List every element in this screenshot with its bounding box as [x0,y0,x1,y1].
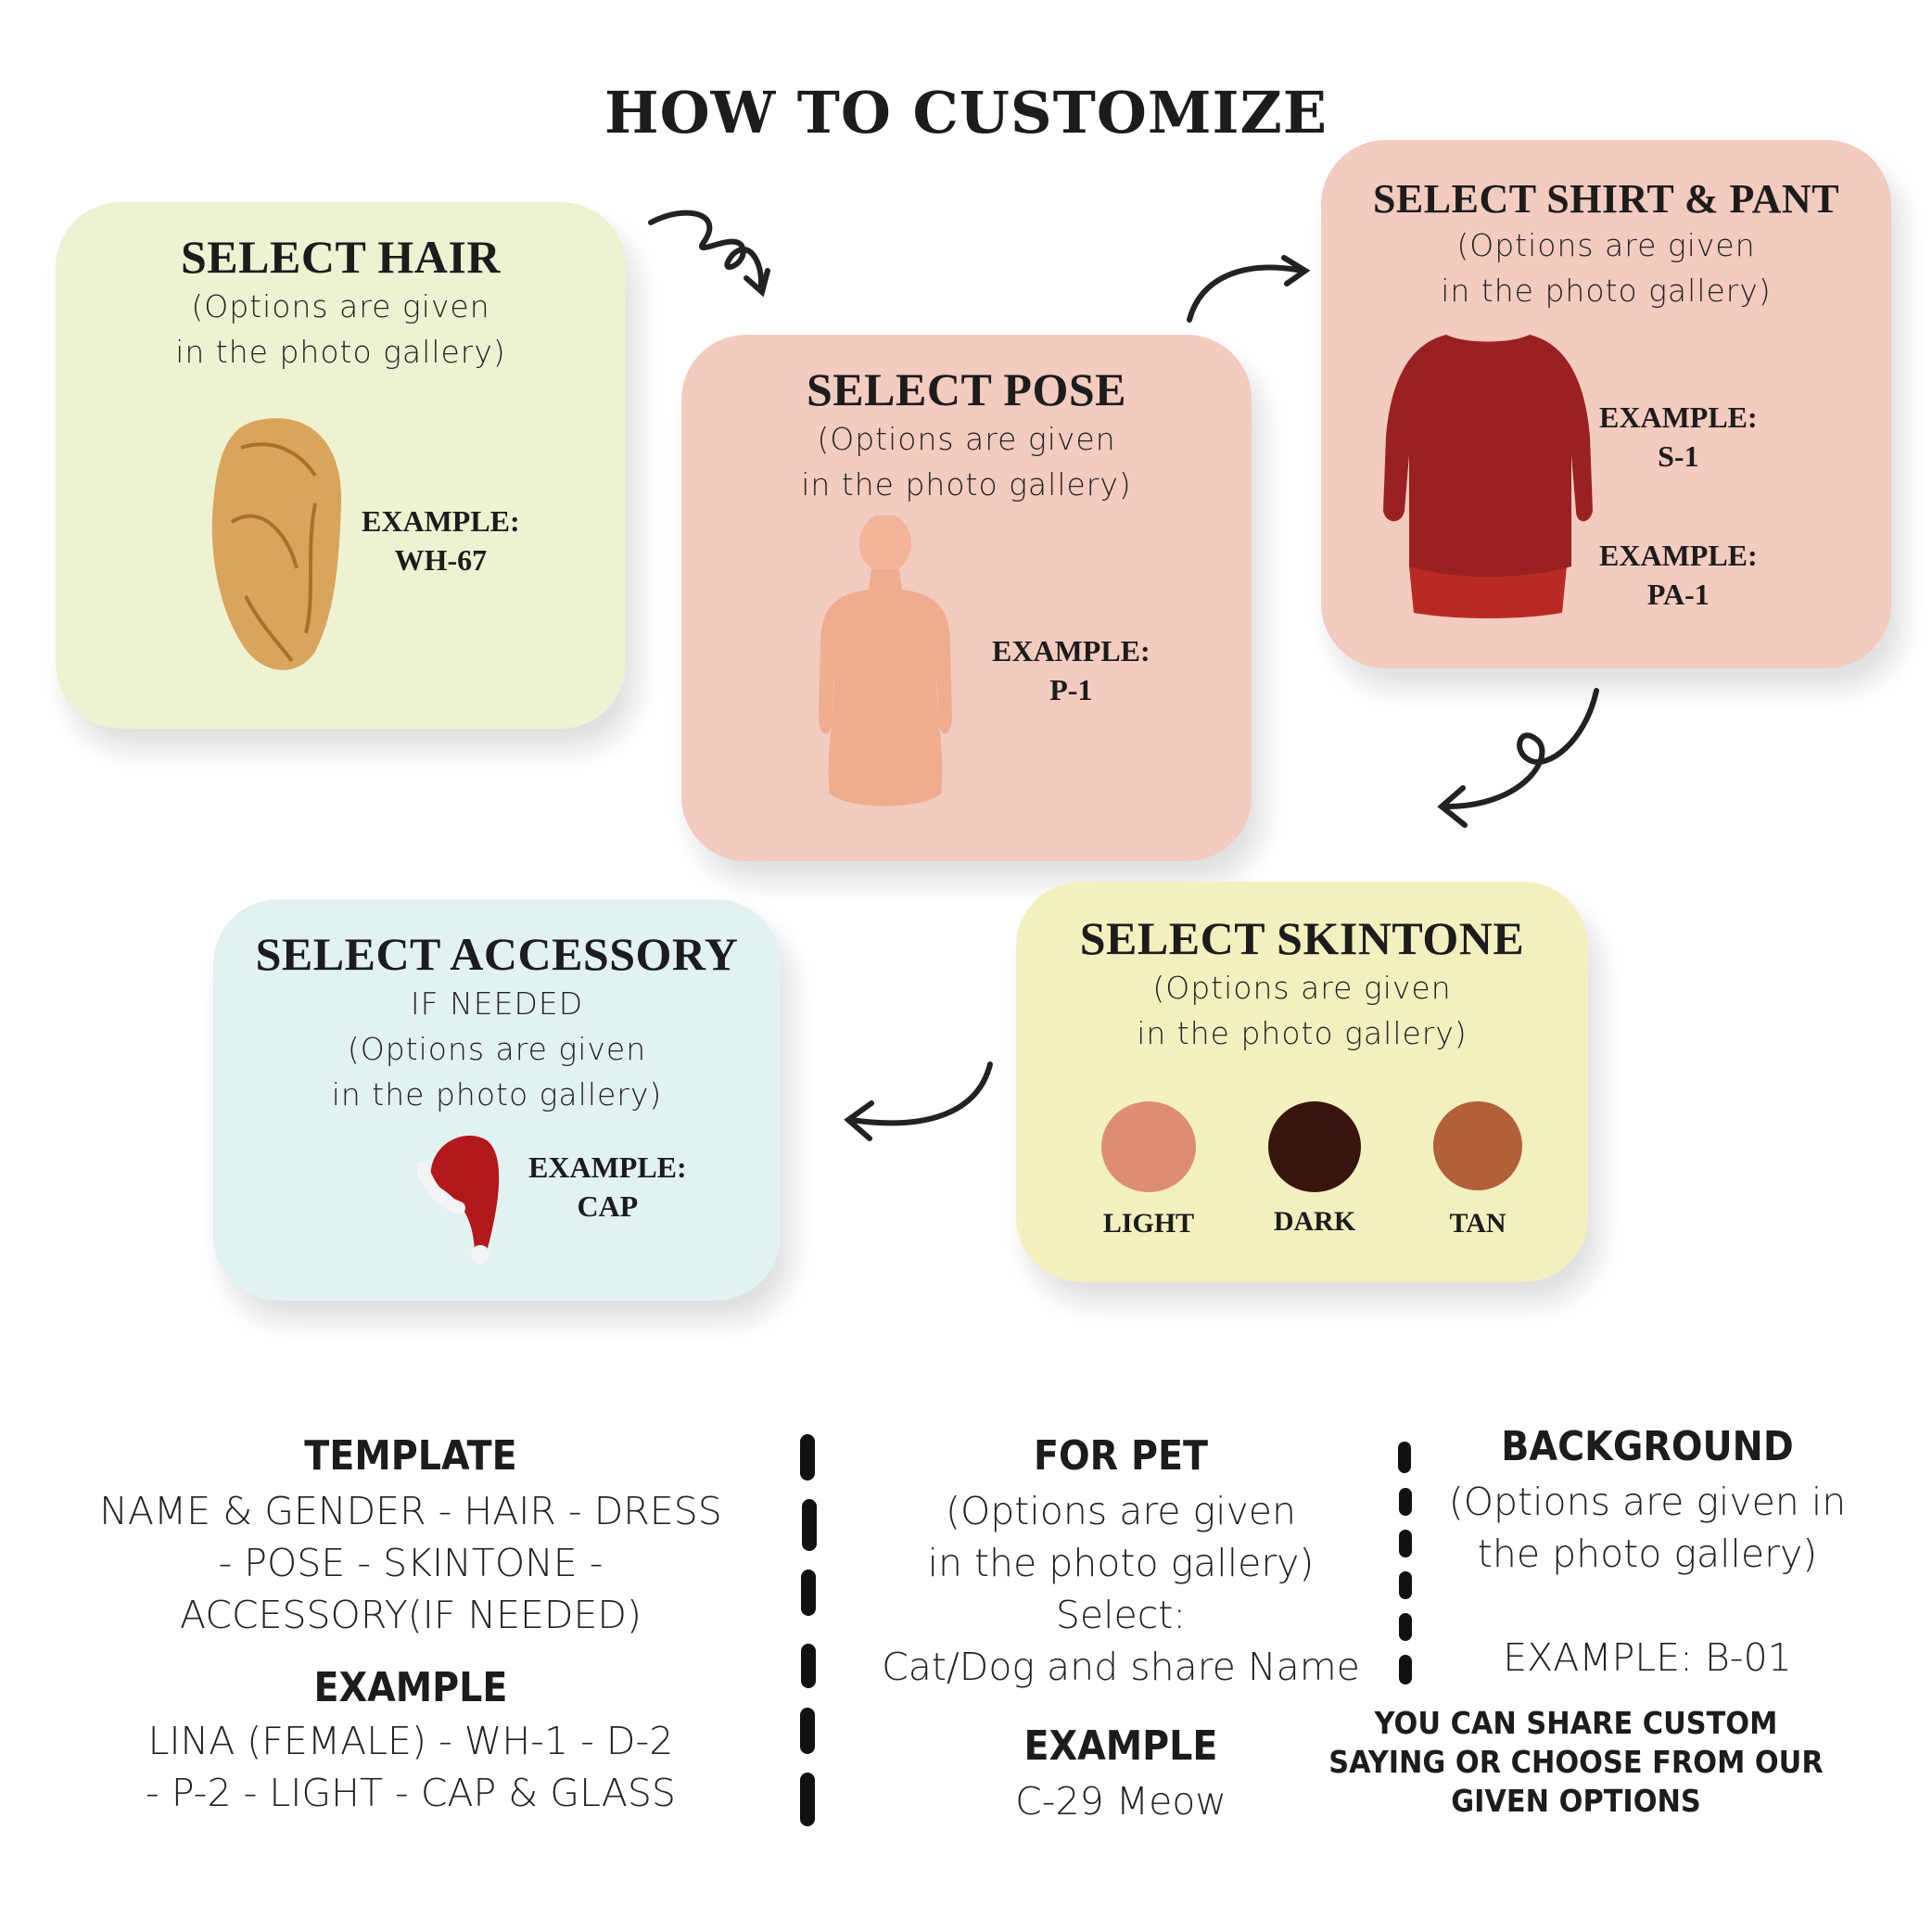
pose-example: EXAMPLE: P-1 [992,631,1150,709]
gallery-note-line: in the photo gallery) [175,334,506,370]
background-line: the photo gallery) [1477,1532,1818,1576]
template-example-text: LINA (FEMALE) - WH-1 - D-2 - P-2 - LIGHT… [40,1715,782,1819]
example-label: EXAMPLE: [528,1150,687,1184]
example-label: EXAMPLE: [1599,539,1758,572]
card-title: SELECT SHIRT & PANT [1372,176,1840,222]
card-select-accessory: SELECT ACCESSORY IF NEEDED (Options are … [213,899,781,1301]
pose-body-illustration-icon [819,515,952,807]
card-select-skintone: SELECT SKINTONE (Options are given in th… [1016,882,1588,1282]
note-line: SAYING OR CHOOSE FROM OUR [1328,1744,1824,1780]
card-select-hair: SELECT HAIR (Options are given in the ph… [56,202,626,729]
template-line: NAME & GENDER - HAIR - DRESS [99,1489,722,1533]
shirt-pant-illustration-icon [1383,335,1593,618]
pet-example-heading: EXAMPLE [1023,1722,1218,1770]
example-value: PA-1 [1646,578,1710,611]
skintone-label: TAN [1449,1208,1506,1239]
gallery-note-line: in the photo gallery) [331,1076,663,1112]
card-select-pose: SELECT POSE (Options are given in the ph… [681,335,1252,861]
card-title: SELECT POSE [806,363,1126,415]
example-value: S-1 [1658,439,1699,473]
card-title: SELECT HAIR [181,231,501,283]
example-value: P-1 [1049,673,1093,706]
example-label: EXAMPLE: [992,634,1150,667]
card-select-shirt-pant: SELECT SHIRT & PANT (Options are given i… [1321,140,1891,668]
pet-line: (Options are given [945,1489,1297,1533]
background-heading: BACKGROUND [1501,1423,1794,1470]
background-example: EXAMPLE: B-01 [1503,1635,1792,1680]
template-line: ACCESSORY(IF NEEDED) [180,1593,642,1637]
skintone-swatch-tan[interactable] [1433,1101,1522,1190]
example-label: EXAMPLE: [362,504,520,538]
hair-illustration-icon [211,418,342,670]
card-title: SELECT ACCESSORY [255,928,739,980]
card-title: SELECT SKINTONE [1079,912,1525,964]
gallery-note-line: in the photo gallery) [1137,1015,1468,1051]
template-example-heading: EXAMPLE [313,1664,508,1711]
gallery-note-line: (Options are given [347,1031,647,1067]
gallery-note-line: (Options are given [1456,227,1756,263]
template-heading: TEMPLATE [304,1432,517,1480]
template-text: NAME & GENDER - HAIR - DRESS - POSE - SK… [40,1485,782,1641]
gallery-note-line: (Options are given [1152,970,1452,1006]
pet-line: in the photo gallery) [927,1541,1315,1585]
pet-line: Cat/Dog and share Name [882,1645,1360,1689]
santa-cap-illustration-icon [417,1136,500,1264]
shirt-example: EXAMPLE: S-1 [1599,398,1758,476]
hair-example: EXAMPLE: WH-67 [362,502,520,579]
example-value: CAP [577,1189,639,1223]
note-line: GIVEN OPTIONS [1451,1783,1701,1819]
page-title: HOW TO CUSTOMIZE [604,79,1328,146]
arrow-shirt-to-skintone-icon [1437,688,1599,828]
if-needed-note: IF NEEDED [410,985,584,1022]
pet-example-value: C-29 Meow [1015,1779,1227,1824]
gallery-note-line: in the photo gallery) [801,466,1132,502]
pet-heading: FOR PET [1033,1432,1209,1480]
skintone-label: DARK [1273,1206,1356,1237]
background-text: (Options are given in the photo gallery) [1416,1476,1879,1580]
flow-arrows [648,210,1599,1141]
pet-line: Select: [1055,1593,1187,1637]
pet-text: (Options are given in the photo gallery)… [843,1485,1399,1693]
arrow-hair-to-pose-icon [648,210,770,298]
note-line: YOU CAN SHARE CUSTOM [1374,1705,1778,1741]
skintone-swatch-light[interactable] [1101,1101,1196,1192]
gallery-note-line: (Options are given [817,421,1116,457]
skintone-label: LIGHT [1102,1208,1195,1239]
example-label: EXAMPLE: [1599,400,1758,434]
custom-saying-note: YOU CAN SHARE CUSTOM SAYING OR CHOOSE FR… [1303,1704,1849,1821]
gallery-note-line: (Options are given [191,288,490,324]
gallery-note-line: in the photo gallery) [1441,273,1772,309]
skintone-swatch-dark[interactable] [1268,1101,1361,1192]
template-line: - POSE - SKINTONE - [218,1541,604,1585]
template-example-line: - P-2 - LIGHT - CAP & GLASS [146,1771,676,1815]
background-line: (Options are given in [1448,1480,1847,1524]
example-value: WH-67 [394,543,488,577]
arrow-skintone-to-accessory-icon [844,1061,993,1141]
accessory-example: EXAMPLE: CAP [528,1148,687,1226]
pant-example: EXAMPLE: PA-1 [1599,536,1758,614]
template-example-line: LINA (FEMALE) - WH-1 - D-2 [147,1719,674,1763]
arrow-pose-to-shirt-icon [1187,255,1311,323]
